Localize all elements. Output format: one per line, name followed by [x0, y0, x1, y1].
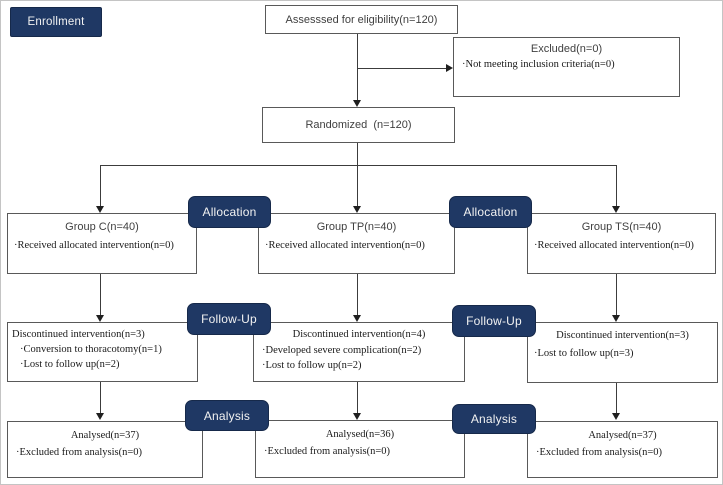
followup-c-title: Discontinued intervention(n=3) [12, 329, 145, 340]
connector-group-followup-right [616, 274, 617, 315]
arrowhead-down-icon [353, 206, 361, 213]
connector-group-followup-mid [357, 274, 358, 315]
group-c-box: Group C(n=40) ·Received allocated interv… [7, 213, 197, 274]
analysis-ts-item: ·Excluded from analysis(n=0) [536, 447, 663, 458]
group-tp-item: ·Received allocated intervention(n=0) [265, 240, 425, 251]
allocation-badge-right: Allocation [449, 196, 532, 228]
followup-c-item: ·Lost to follow up(n=2) [20, 359, 120, 370]
connector-followup-analysis-left [100, 382, 101, 413]
analysis-tp-item: ·Excluded from analysis(n=0) [264, 446, 391, 457]
followup-c-item: ·Conversion to thoracotomy(n=1) [20, 344, 162, 355]
enrollment-badge: Enrollment [10, 7, 102, 37]
analysis-tp-box: Analysed(n=36) ·Excluded from analysis(n… [255, 420, 465, 478]
arrowhead-down-icon [96, 413, 104, 420]
followup-tp-item: ·Developed severe complication(n=2) [262, 345, 422, 356]
arrowhead-right-icon [446, 64, 453, 72]
analysis-ts-box: Analysed(n=37) ·Excluded from analysis(n… [527, 421, 718, 478]
group-tp-box: Group TP(n=40) ·Received allocated inter… [258, 213, 455, 274]
group-c-title: Group C(n=40) [65, 221, 139, 233]
followup-ts-item: ·Lost to follow up(n=3) [534, 348, 634, 359]
arrowhead-down-icon [353, 315, 361, 322]
analysis-c-item: ·Excluded from analysis(n=0) [16, 447, 143, 458]
excluded-item: ·Not meeting inclusion criteria(n=0) [462, 59, 615, 70]
followup-c-box: Discontinued intervention(n=3) ·Conversi… [7, 322, 198, 382]
followup-tp-item: ·Lost to follow up(n=2) [262, 360, 362, 371]
excluded-box: Excluded(n=0) ·Not meeting inclusion cri… [453, 37, 680, 97]
allocation-badge-left: Allocation [188, 196, 271, 228]
excluded-title: Excluded(n=0) [530, 43, 603, 55]
followup-tp-box: Discontinued intervention(n=4) ·Develope… [253, 322, 465, 382]
followup-ts-title: Discontinued intervention(n=3) [556, 330, 689, 341]
followup-tp-title: Discontinued intervention(n=4) [292, 329, 426, 340]
connector-randomized-branch [357, 143, 358, 166]
assessed-box: Assesssed for eligibility(n=120) [265, 5, 458, 34]
group-ts-title: Group TS(n=40) [581, 221, 662, 233]
group-tp-title: Group TP(n=40) [316, 221, 397, 233]
connector-branch-left [100, 165, 101, 206]
arrowhead-down-icon [96, 206, 104, 213]
analysis-c-box: Analysed(n=37) ·Excluded from analysis(n… [7, 421, 203, 478]
group-c-item: ·Received allocated intervention(n=0) [14, 240, 174, 251]
analysis-badge-right: Analysis [452, 404, 536, 434]
followup-ts-box: Discontinued intervention(n=3) ·Lost to … [527, 322, 718, 383]
connector-group-followup-left [100, 274, 101, 315]
connector-to-excluded [358, 68, 446, 69]
connector-branch-right [616, 165, 617, 206]
assessed-label: Assesssed for eligibility(n=120) [285, 13, 438, 26]
arrowhead-down-icon [353, 100, 361, 107]
arrowhead-down-icon [353, 413, 361, 420]
analysis-c-title: Analysed(n=37) [70, 430, 140, 441]
connector-followup-analysis-right [616, 383, 617, 413]
analysis-badge-left: Analysis [185, 400, 269, 431]
connector-branch-mid [357, 165, 358, 206]
arrowhead-down-icon [612, 413, 620, 420]
group-ts-box: Group TS(n=40) ·Received allocated inter… [527, 213, 716, 274]
randomized-box: Randomized (n=120) [262, 107, 455, 143]
analysis-ts-title: Analysed(n=37) [588, 430, 657, 441]
arrowhead-down-icon [96, 315, 104, 322]
group-ts-item: ·Received allocated intervention(n=0) [534, 240, 694, 251]
branch-line [100, 165, 617, 166]
arrowhead-down-icon [612, 206, 620, 213]
arrowhead-down-icon [612, 315, 620, 322]
randomized-label: Randomized (n=120) [305, 119, 412, 131]
followup-badge-right: Follow-Up [452, 305, 536, 337]
connector-followup-analysis-mid [357, 382, 358, 413]
connector-assessed-randomized [357, 34, 358, 100]
followup-badge-left: Follow-Up [187, 303, 271, 335]
analysis-tp-title: Analysed(n=36) [325, 429, 395, 440]
